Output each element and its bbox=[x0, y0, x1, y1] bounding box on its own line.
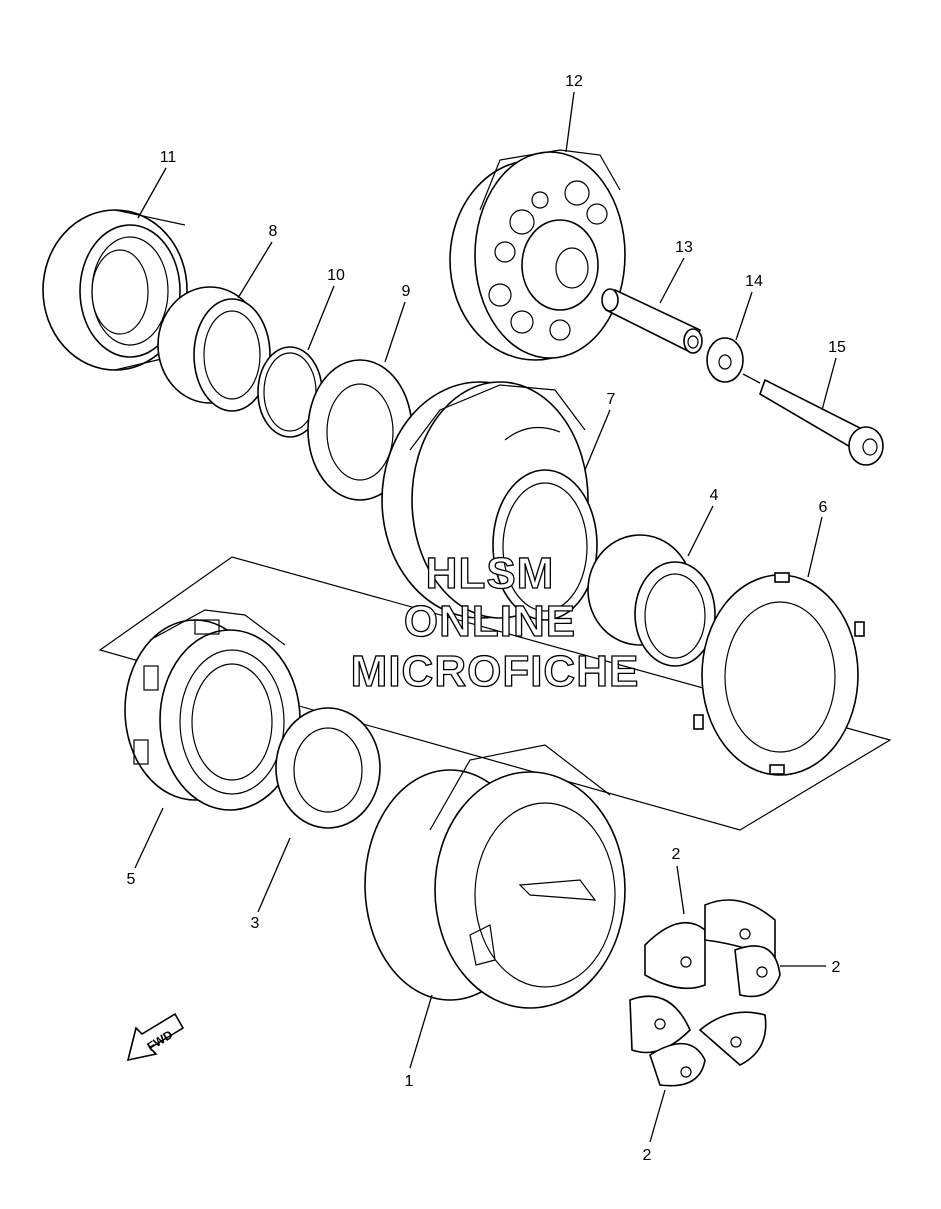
callout-14: 14 bbox=[745, 273, 763, 290]
watermark-line-1: HLSM bbox=[426, 549, 555, 598]
part-6-plate bbox=[693, 572, 865, 776]
part-10-ring bbox=[257, 346, 323, 438]
part-1-housing bbox=[364, 744, 626, 1009]
callout-labels: 12 11 8 10 9 13 14 15 7 4 6 5 3 1 2 2 2 bbox=[127, 73, 846, 1164]
callout-12: 12 bbox=[565, 73, 583, 90]
leader-lines bbox=[134, 91, 837, 1143]
part-8-bushing bbox=[157, 286, 271, 412]
callout-4: 4 bbox=[710, 487, 719, 504]
callout-2-bottom: 2 bbox=[643, 1147, 652, 1164]
callout-2-top: 2 bbox=[672, 846, 681, 863]
callout-7: 7 bbox=[607, 391, 616, 408]
callout-8: 8 bbox=[269, 223, 278, 240]
part-2-dampers bbox=[629, 899, 781, 1087]
part-5-clutch bbox=[124, 609, 301, 811]
part-15-bolt bbox=[759, 378, 884, 466]
callout-13: 13 bbox=[675, 239, 693, 256]
callout-9: 9 bbox=[402, 283, 411, 300]
callout-3: 3 bbox=[251, 915, 260, 932]
part-12-gear bbox=[449, 149, 626, 361]
fwd-arrow-icon: FWD bbox=[126, 1012, 185, 1062]
callout-10: 10 bbox=[327, 267, 345, 284]
callout-6: 6 bbox=[819, 499, 828, 516]
part-11-bearing bbox=[42, 209, 188, 371]
part-13-pin bbox=[601, 288, 703, 354]
part-3-washer bbox=[275, 707, 381, 829]
part-4-collar bbox=[587, 534, 716, 667]
callout-11: 11 bbox=[160, 149, 177, 166]
callout-1: 1 bbox=[405, 1073, 414, 1090]
watermark-line-3: MICROFICHE bbox=[351, 647, 640, 696]
callout-2-right: 2 bbox=[832, 959, 841, 976]
callout-5: 5 bbox=[127, 871, 136, 888]
callout-15: 15 bbox=[828, 339, 846, 356]
subassembly-frame bbox=[98, 556, 892, 831]
part-14-washer bbox=[706, 337, 744, 383]
watermark: HLSM ONLINE MICROFICHE bbox=[350, 548, 640, 696]
part-7-drive-gear bbox=[381, 381, 598, 621]
watermark-line-2: ONLINE bbox=[404, 597, 576, 646]
